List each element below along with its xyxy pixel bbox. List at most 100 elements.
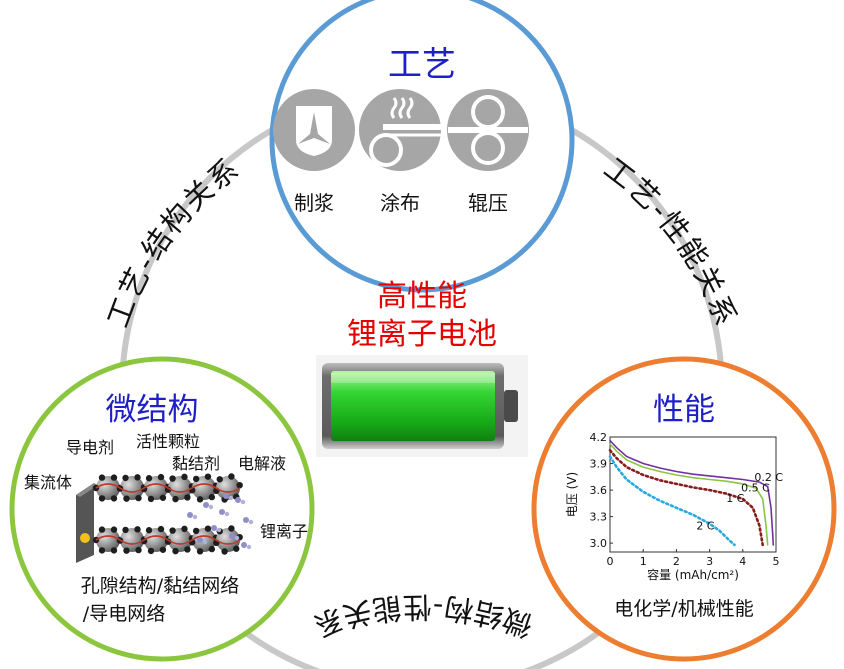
conductive-agent-dot [169,527,176,534]
performance-caption: 电化学/机械性能 [614,598,753,620]
conductive-agent-dot [228,525,235,532]
conductive-agent-dot [181,473,188,481]
x-tick-label: 4 [739,555,746,568]
series-line [608,455,736,547]
active-particle [216,476,240,500]
chart-plot-area [609,436,777,553]
electrolyte-molecule [229,533,235,539]
lithium-ion-dot [224,511,230,517]
conductive-agent-dot [184,546,191,553]
center-title-line2: 锂离子电池 [347,317,497,352]
c-rate-annotation: 1 C [726,492,744,505]
conductive-agent-dot [208,493,216,501]
conductive-agent-dot [123,495,130,502]
conductive-agent-dot [196,548,204,555]
active-particle [120,476,144,500]
conductive-agent-dot [204,525,212,532]
conductive-agent-dot [159,546,167,553]
structure-caption-line2: /导电网络 [83,603,165,625]
active-particle [192,528,216,552]
battery-icon [316,355,528,457]
conductive-agent-dot [192,527,200,535]
conductive-agent-dot [134,526,141,533]
arc-label-process-performance: 工艺-性能关系 [598,151,744,332]
structure-title: 微结构 [106,392,199,428]
conductive-agent-dot [172,547,179,555]
conductive-agent-dot [134,474,141,481]
y-tick-label: 3.3 [590,511,608,524]
conductive-agent-dot [110,526,118,533]
series-line [609,439,775,546]
lithium-ion-dot [228,495,234,501]
active-particle [144,476,168,500]
x-tick-label: 5 [773,555,780,568]
lithium-ion-dot [240,499,246,505]
conductive-agent-dot [164,486,172,493]
electrolyte-molecule [243,517,249,523]
lithium-ion-dot [202,539,208,545]
conductive-agent-dot [145,475,153,482]
electrolyte-molecule [235,497,241,503]
conductive-agent-dot [123,547,130,554]
y-tick-label: 3.0 [590,537,608,550]
lithium-ion-dot [216,527,222,533]
structure-caption-line1: 孔隙结构/黏结网络 [81,575,239,597]
step-label-coating: 涂布 [380,191,420,215]
label-current-collector: 集流体 [24,473,72,492]
label-lithium-ion: 锂离子 [260,522,308,541]
conductive-agent-dot [145,527,153,534]
current-collector [76,483,98,563]
c-rate-annotation: 2 C [696,519,714,532]
structure-circle: 微结构 导电剂 活性颗粒 黏结剂 电解液 集流体 锂离子 孔隙结构/黏结网络 /… [9,356,315,662]
active-particle [144,528,168,552]
active-particle [120,528,144,552]
electrolyte-molecule [211,525,217,531]
y-axis-label: 电压 (V) [565,472,579,517]
label-conductive-agent: 导电剂 [66,438,114,457]
electrolyte-molecule [223,493,229,499]
electrolyte-molecule [187,512,193,518]
conductive-agent-dot [110,474,118,481]
arc-label-structure-performance: 微结构-性能关系 [307,590,536,644]
lithium-ion-dot [246,544,252,550]
conductive-agent-dot [98,495,106,502]
conductive-agent-dot [122,474,129,482]
conductive-agent-dot [159,494,167,501]
conductive-agent-dot [135,546,142,554]
active-particle [96,528,120,552]
coating-icon [359,89,441,171]
electrolyte-molecule [241,542,247,548]
y-tick-label: 3.9 [590,458,608,471]
conductive-agent-dot [233,545,240,552]
label-active-particle: 活性颗粒 [136,432,200,451]
active-particle [168,476,192,500]
series-line [608,448,765,547]
conductive-agent-dot [147,495,155,503]
conductive-agent-dot [98,474,106,481]
series-line [609,443,769,546]
performance-title: 性能 [653,392,715,428]
mixing-icon [273,89,355,171]
step-label-mixing: 制浆 [294,191,334,215]
conductive-agent-dot [216,476,223,483]
conductive-agent-dot [147,547,155,555]
binder-strand [95,535,241,545]
conductive-agent-dot [98,547,106,554]
conductive-agent-dot [110,495,118,502]
conductive-agent-dot [236,481,243,489]
conductive-agent-dot [110,547,118,554]
conductive-agent-dot [196,496,204,503]
conductive-agent-dot [172,495,179,503]
label-binder: 黏结剂 [172,454,220,473]
c-rate-annotation: 0.2 C [754,471,783,484]
x-tick-label: 1 [640,555,647,568]
x-tick-label: 2 [673,555,680,568]
conductive-agent-dot [157,525,165,533]
conductive-agent-dot [221,548,228,555]
process-circle: 工艺 制浆 涂布 辊压 [269,0,575,293]
step-label-calendering: 辊压 [468,191,508,215]
lithium-ion-dot [208,504,214,510]
